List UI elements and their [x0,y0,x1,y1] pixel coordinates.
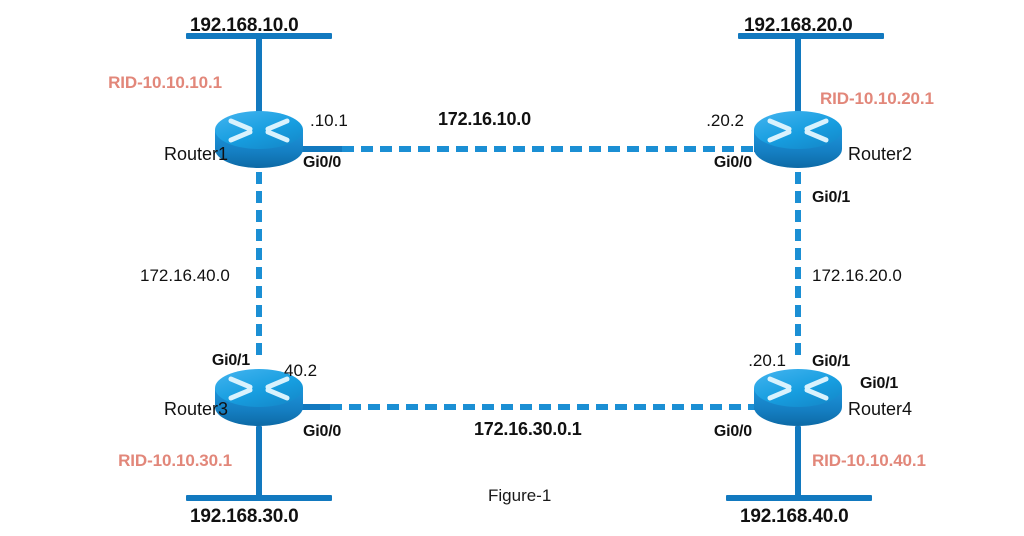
lan-stub-router2-top [795,33,801,115]
figure-caption: Figure-1 [488,486,552,505]
router-icon-router1[interactable] [213,108,305,170]
lan-bar-top-right [738,33,884,39]
interface-label-router4-gi01-vertical: Gi0/1 [812,353,851,370]
link-label-172-16-10-0: 172.16.10.0 [438,109,531,129]
interface-label-router2-gi01: Gi0/1 [812,189,851,206]
interface-label-router4-gi01-side: Gi0/1 [860,375,899,392]
interface-label-router3-gi00: Gi0/0 [303,423,342,440]
router-name-router1: Router1 [163,144,228,164]
link-label-172-16-20-0: 172.16.20.0 [812,266,902,285]
router-icon-router4[interactable] [752,366,844,428]
router-rid-router3: RID-10.10.30.1 [118,451,232,470]
interface-label-router4-gi00: Gi0/0 [713,423,752,440]
interface-label-router2-gi00: Gi0/0 [713,154,752,171]
lan-label-192-168-40-0: 192.168.40.0 [740,506,849,527]
interface-label-router1-gi00: Gi0/0 [303,154,342,171]
link-bottom-dashed [330,404,754,410]
lan-label-192-168-20-0: 192.168.20.0 [744,15,853,36]
interface-ip-router1-gi00: .10.1 [310,111,348,130]
router-name-router3: Router3 [163,399,228,419]
interface-ip-router2-gi00: .20.2 [706,111,744,130]
interface-ip-router4-gi01-vertical: .20.1 [748,351,786,370]
link-label-172-16-30-0-1: 172.16.30.0.1 [474,419,582,439]
router-rid-router2: RID-10.10.20.1 [820,89,934,108]
router-icon-router2[interactable] [752,108,844,170]
lan-stub-router3-bottom [256,426,262,497]
interface-label-router3-gi01: Gi0/1 [211,352,250,369]
lan-bar-bottom-left [186,495,332,501]
link-top-lead-left [300,146,342,152]
lan-label-192-168-30-0: 192.168.30.0 [190,506,299,527]
router-name-router2: Router2 [848,144,913,164]
lan-bar-bottom-right [726,495,872,501]
link-bottom-lead-left [300,404,330,410]
link-top-dashed [342,146,754,152]
router-icon-router3[interactable] [213,366,305,428]
link-label-172-16-40-0: 172.16.40.0 [140,266,230,285]
interface-ip-router3-gi01: 40.2 [284,361,318,380]
router-rid-router4: RID-10.10.40.1 [812,451,926,470]
lan-stub-router1-top [256,33,262,115]
lan-stub-router4-bottom [795,426,801,497]
router-rid-router1: RID-10.10.10.1 [108,73,222,92]
link-right-dashed [795,172,801,358]
lan-label-192-168-10-0: 192.168.10.0 [190,15,299,36]
link-left-dashed [256,172,262,358]
router-name-router4: Router4 [848,399,913,419]
